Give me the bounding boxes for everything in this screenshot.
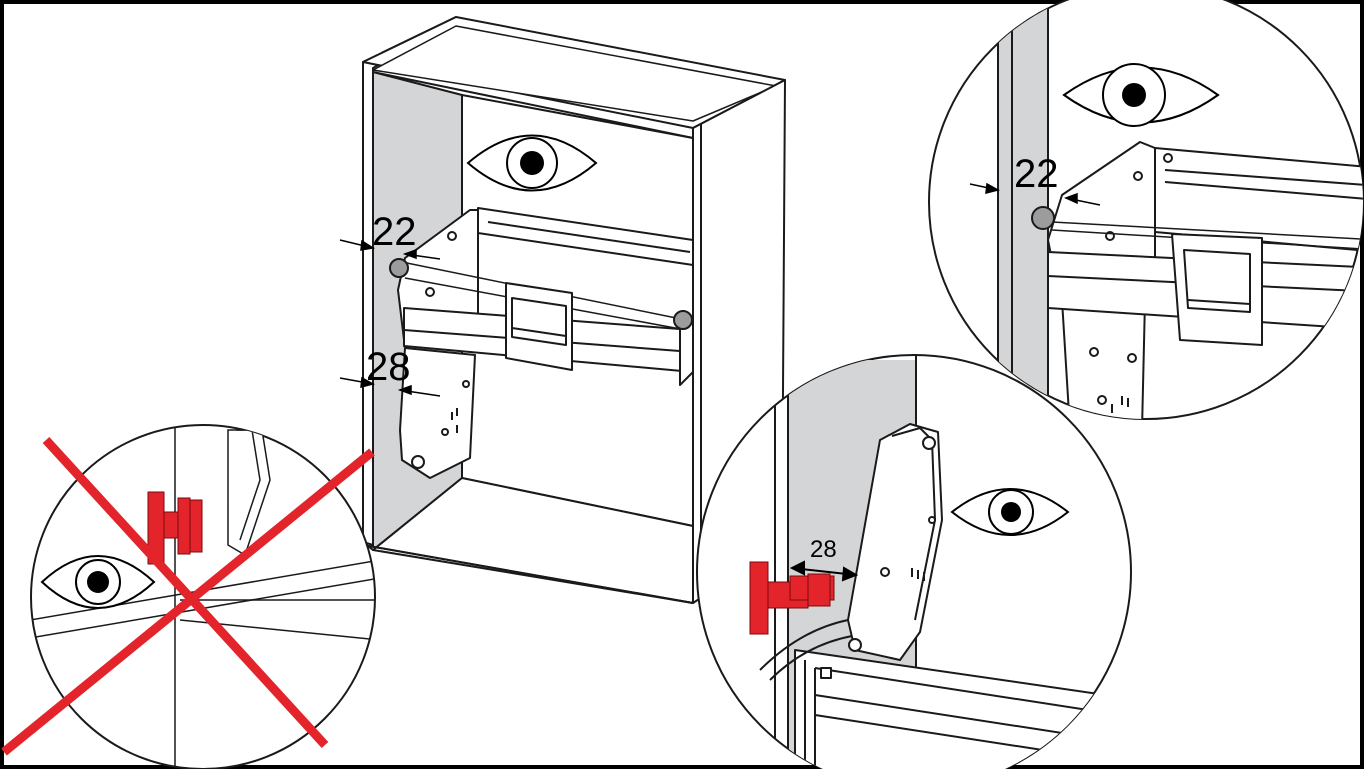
dimension-arrow-icon xyxy=(789,560,859,582)
eye-icon xyxy=(466,134,598,192)
hinge-icon xyxy=(147,491,203,565)
main-dimension-28: 28 xyxy=(366,345,411,389)
lift-mechanism xyxy=(389,207,694,479)
cross-mark-icon xyxy=(1,436,375,756)
detail-incorrect xyxy=(1,424,376,770)
hinge-icon xyxy=(749,561,835,635)
detail-top-right xyxy=(928,0,1364,420)
detail-dimension-28: 28 xyxy=(810,536,837,563)
detail-bottom-right xyxy=(696,354,1132,774)
dimension-arrow-icon xyxy=(969,182,1101,206)
dimension-arrow-icon xyxy=(339,239,441,260)
eye-icon xyxy=(40,555,156,609)
dimension-arrow-icon xyxy=(339,376,441,397)
eye-icon xyxy=(950,488,1070,536)
eye-icon xyxy=(1062,63,1220,127)
detail-dimension-22: 22 xyxy=(1014,152,1059,196)
main-dimension-22: 22 xyxy=(372,210,417,254)
